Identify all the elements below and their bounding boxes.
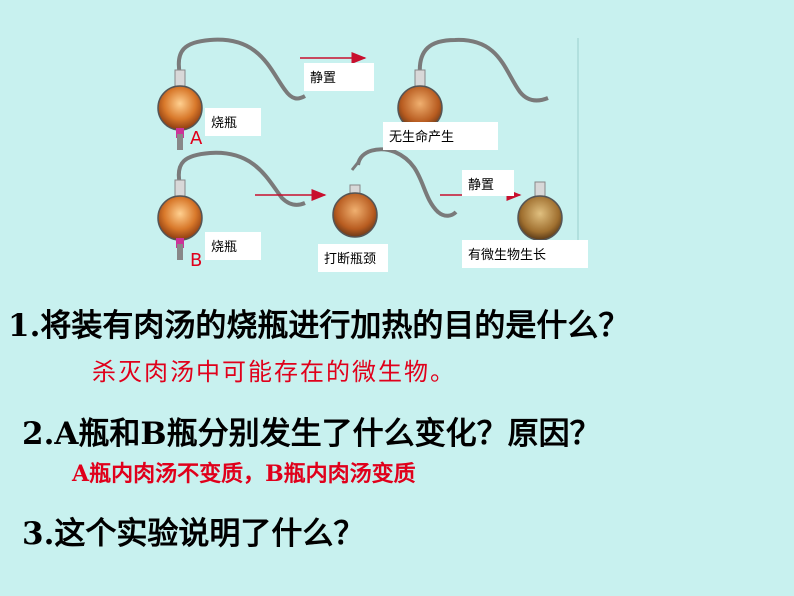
flask-a-label: 烧瓶	[205, 108, 261, 136]
question-3: 3.这个实验说明了什么？	[22, 516, 365, 552]
answer-2: A瓶内肉汤不变质，B瓶内肉汤变质	[72, 461, 416, 487]
experiment-diagram	[157, 37, 579, 260]
flask-b-broken	[332, 147, 458, 238]
flask-a-letter: A	[190, 128, 203, 149]
answer-1: 杀灭肉汤中可能存在的微生物。	[92, 358, 456, 386]
result-a-label: 无生命产生	[383, 122, 498, 150]
question-1: 1.将装有肉汤的烧瓶进行加热的目的是什么？	[8, 308, 630, 344]
result-b-label: 有微生物生长	[462, 240, 588, 268]
flask-b-heated	[157, 150, 306, 260]
question-2: 2.A瓶和B瓶分别发生了什么变化？原因？	[22, 416, 601, 452]
flask-b-result	[517, 181, 563, 241]
flask-b-letter: B	[190, 250, 203, 271]
flask-a-heated	[157, 37, 306, 150]
flask-a-result	[397, 37, 549, 131]
arrow-b-label: 静置	[462, 170, 514, 196]
flask-b-label: 烧瓶	[205, 232, 261, 260]
broken-neck-label: 打断瓶颈	[318, 244, 388, 272]
arrow-a-label: 静置	[304, 63, 374, 91]
